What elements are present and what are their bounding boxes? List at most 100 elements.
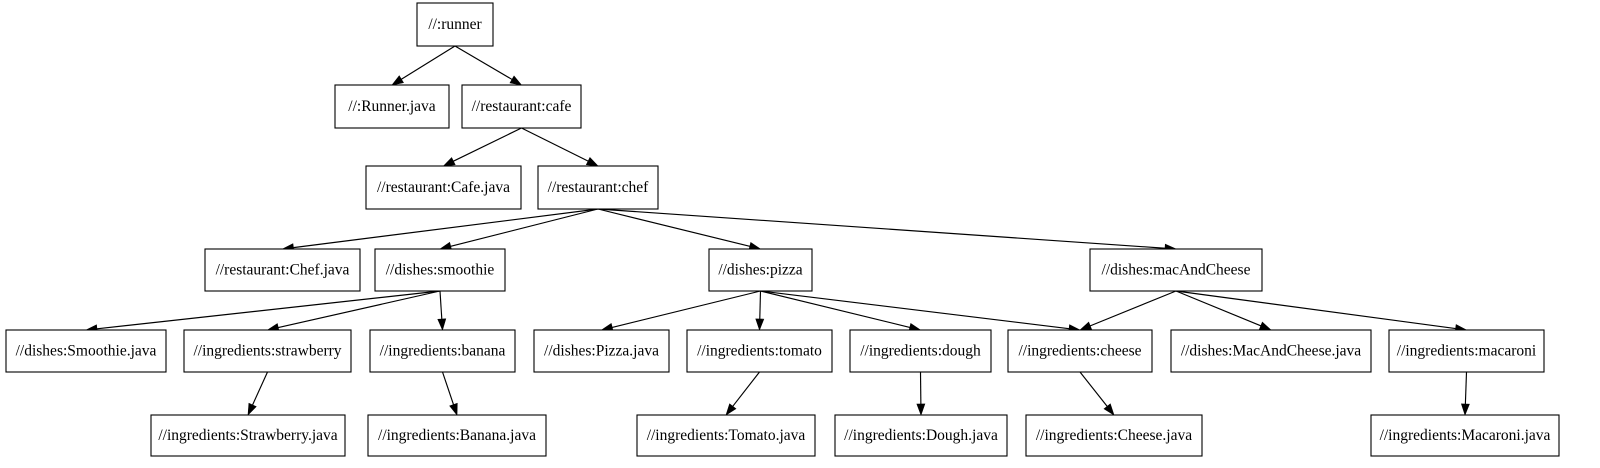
edge-runner-to-restaurant-cafe (454, 45, 523, 86)
node-box[interactable] (416, 2, 494, 47)
graph-node-dishes-pizza-java[interactable]: //dishes:Pizza.java (533, 329, 670, 373)
node-box[interactable] (204, 248, 361, 292)
node-label: //ingredients:Dough.java (844, 427, 998, 444)
edge-dishes-macandcheese-to-ingredients-macaroni (1175, 290, 1468, 333)
node-box[interactable] (533, 329, 670, 373)
node-box[interactable] (1025, 414, 1203, 457)
graph-node-ingredients-tomato-java[interactable]: //ingredients:Tomato.java (636, 414, 816, 457)
graph-node-ingredients-dough[interactable]: //ingredients:dough (849, 329, 992, 373)
graph-node-ingredients-strawberry-java[interactable]: //ingredients:Strawberry.java (150, 414, 346, 457)
graph-node-dishes-macandcheese-java[interactable]: //dishes:MacAndCheese.java (1170, 329, 1372, 373)
node-label: //dishes:Smoothie.java (16, 343, 157, 360)
edge-line (439, 290, 443, 320)
graph-node-dishes-smoothie-java[interactable]: //dishes:Smoothie.java (5, 329, 167, 373)
node-box[interactable] (1170, 329, 1372, 373)
node-box[interactable] (708, 248, 813, 292)
node-box[interactable] (369, 329, 516, 373)
graph-node-ingredients-macaroni-java[interactable]: //ingredients:Macaroni.java (1370, 414, 1560, 457)
graph-node-ingredients-cheese-java[interactable]: //ingredients:Cheese.java (1025, 414, 1203, 457)
graph-node-restaurant-cafe[interactable]: //restaurant:cafe (461, 84, 582, 129)
edge-line (612, 290, 761, 328)
graph-node-ingredients-dough-java[interactable]: //ingredients:Dough.java (834, 414, 1008, 457)
graph-node-dishes-pizza[interactable]: //dishes:pizza (708, 248, 813, 292)
node-box[interactable] (1370, 414, 1560, 457)
edge-line (759, 290, 762, 320)
node-label: //dishes:MacAndCheese.java (1181, 343, 1361, 360)
node-box[interactable] (461, 84, 582, 129)
edge-line (450, 208, 599, 247)
node-label: //ingredients:Cheese.java (1036, 427, 1192, 444)
graph-node-restaurant-cafe-java[interactable]: //restaurant:Cafe.java (365, 165, 522, 210)
edge-restaurant-cafe-to-restaurant-cafe-java (442, 127, 522, 167)
edge-dishes-macandcheese-to-ingredients-cheese (1079, 290, 1177, 331)
node-label: //ingredients:Strawberry.java (158, 427, 337, 444)
node-box[interactable] (183, 329, 352, 373)
edge-line (1175, 290, 1262, 327)
graph-node-restaurant-chef[interactable]: //restaurant:chef (537, 165, 659, 210)
node-box[interactable] (374, 248, 506, 292)
graph-node-dishes-smoothie[interactable]: //dishes:smoothie (374, 248, 506, 292)
node-box[interactable] (1089, 248, 1263, 292)
edge-dishes-pizza-to-ingredients-tomato (755, 290, 765, 331)
node-box[interactable] (5, 329, 167, 373)
node-box[interactable] (334, 84, 450, 129)
graph-node-ingredients-banana-java[interactable]: //ingredients:Banana.java (367, 414, 547, 457)
arrowhead-icon (509, 75, 523, 86)
edge-line (1089, 290, 1177, 327)
node-box[interactable] (150, 414, 346, 457)
edge-line (760, 290, 1070, 330)
edge-dishes-smoothie-to-ingredients-strawberry (266, 290, 441, 332)
edge-line (732, 371, 760, 407)
node-label: //ingredients:Banana.java (378, 427, 536, 444)
edge-dishes-pizza-to-ingredients-dough (760, 290, 922, 332)
graph-node-runner[interactable]: //:runner (416, 2, 494, 47)
arrowhead-icon (391, 75, 404, 86)
node-label: //restaurant:Cafe.java (377, 179, 510, 196)
arrowhead-icon (437, 318, 447, 331)
node-box[interactable] (1007, 329, 1153, 373)
graph-node-runner-java[interactable]: //:Runner.java (334, 84, 450, 129)
edge-line (96, 290, 441, 330)
node-box[interactable] (849, 329, 992, 373)
node-box[interactable] (686, 329, 833, 373)
node-box[interactable] (1388, 329, 1545, 373)
node-label: //restaurant:Chef.java (216, 262, 350, 279)
graph-node-ingredients-strawberry[interactable]: //ingredients:strawberry (183, 329, 352, 373)
arrowhead-icon (1258, 321, 1272, 331)
edge-dishes-pizza-to-ingredients-cheese (760, 290, 1081, 334)
node-label: //dishes:smoothie (386, 262, 495, 279)
edge-ingredients-cheese-to-ingredients-cheese-java (1079, 371, 1115, 416)
graph-node-ingredients-macaroni[interactable]: //ingredients:macaroni (1388, 329, 1545, 373)
node-label: //ingredients:strawberry (193, 343, 341, 360)
node-box[interactable] (367, 414, 547, 457)
edge-ingredients-dough-to-ingredients-dough-java (916, 371, 926, 416)
edge-line (1464, 371, 1468, 405)
node-label: //ingredients:cheese (1018, 343, 1141, 360)
edge-line (453, 127, 522, 162)
edge-line (521, 127, 589, 162)
node-label: //dishes:macAndCheese (1102, 262, 1251, 279)
node-box[interactable] (834, 414, 1008, 457)
node-box[interactable] (537, 165, 659, 210)
graph-node-ingredients-cheese[interactable]: //ingredients:cheese (1007, 329, 1153, 373)
node-box[interactable] (365, 165, 522, 210)
edge-line (278, 290, 441, 329)
node-box[interactable] (636, 414, 816, 457)
graph-node-ingredients-banana[interactable]: //ingredients:banana (369, 329, 516, 373)
arrowhead-icon (449, 402, 458, 416)
node-label: //:Runner.java (348, 98, 436, 115)
node-label: //ingredients:macaroni (1397, 343, 1537, 360)
node-label: //ingredients:banana (380, 343, 506, 360)
node-label: //restaurant:cafe (472, 98, 572, 115)
node-label: //ingredients:dough (860, 343, 981, 360)
edge-line (1079, 371, 1108, 407)
graph-node-ingredients-tomato[interactable]: //ingredients:tomato (686, 329, 833, 373)
graph-node-dishes-macandcheese[interactable]: //dishes:macAndCheese (1089, 248, 1263, 292)
edge-line (293, 208, 599, 249)
node-label: //:runner (428, 16, 482, 33)
edge-line (441, 371, 455, 405)
edge-line (401, 45, 456, 80)
graph-node-restaurant-chef-java[interactable]: //restaurant:Chef.java (204, 248, 361, 292)
